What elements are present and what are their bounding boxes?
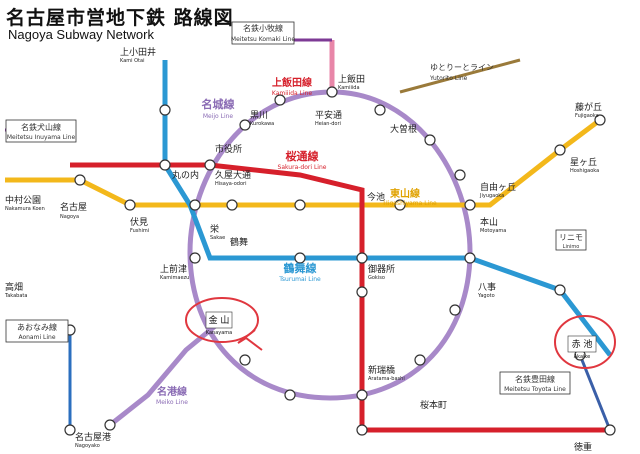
station-name-en: Motoyama — [480, 228, 506, 234]
station-name: 平安通 — [315, 109, 342, 121]
station-name-en: Nagoyako — [75, 443, 100, 449]
line-label-en: Yutorito Line — [429, 75, 468, 82]
line-label-komaki: 名鉄小牧線 Meitetsu Komaki Line — [231, 21, 295, 45]
station-name: 黒川 — [250, 110, 268, 121]
station-name-en: Heian-dori — [315, 121, 341, 127]
line-label-aonami: あおなみ線 Aonami Line — [5, 319, 69, 343]
line-label-jp: 桜通線 — [286, 149, 319, 163]
station-name: 星ヶ丘 — [570, 157, 597, 168]
station-name: 御器所 — [368, 263, 395, 275]
station-name-en: Hoshigaoka — [570, 168, 599, 174]
line-label-en: Tsurumai Line — [278, 276, 321, 283]
station-name-en: Fujigaoka — [575, 113, 599, 119]
line-label-jp: 名鉄小牧線 — [243, 23, 283, 33]
station-name: 市役所 — [215, 143, 242, 155]
line-label-en: Meijo Line — [203, 113, 234, 120]
station-name-en: Hisaya-odori — [215, 181, 246, 187]
station-name-en: Jiyugaoka — [479, 193, 504, 199]
red-circle-annotation — [185, 297, 259, 343]
station-name: 自由ヶ丘 — [480, 181, 516, 193]
line-label-jp: リニモ — [559, 233, 583, 242]
line-label-en: Aonami Line — [18, 334, 55, 341]
station-name: 徳重 — [574, 441, 592, 453]
station-name: 鶴舞 — [230, 236, 248, 248]
highlight-akaike: 赤 池 Akaike — [554, 315, 616, 369]
station-name: 金 山 — [209, 314, 230, 326]
line-label-en: Linimo — [563, 244, 580, 250]
highlight-kanayama: 金 山 Kanayama — [185, 297, 263, 351]
line-label-en: Meitetsu Inuyama Line — [7, 134, 76, 141]
station-name: 高畑 — [5, 281, 23, 293]
line-label-linimo: リニモ Linimo — [555, 229, 587, 251]
line-label-jp: 名鉄豊田線 — [515, 374, 555, 384]
station-name: 八事 — [478, 281, 496, 293]
meijo-line-loop — [187, 89, 473, 401]
line-label-jp: あおなみ線 — [17, 322, 57, 332]
station-name-en: Kanayama — [206, 330, 232, 336]
yutorito-line — [399, 58, 521, 94]
station-name: 上前津 — [160, 263, 187, 275]
station-name: 伏見 — [130, 216, 148, 228]
red-arrow-annotation — [237, 329, 263, 351]
line-label-en: Meiko Line — [156, 399, 188, 406]
station-name-en: Kamimaezu — [160, 275, 189, 281]
station-name: 名古屋港 — [75, 431, 111, 443]
line-label-yutorito: ゆとりーとライン Yutorito Line — [429, 63, 494, 82]
station-name: 本山 — [480, 216, 498, 228]
station-name: 新瑞橋 — [368, 364, 395, 376]
line-label-en: Meitetsu Toyota Line — [504, 386, 566, 393]
map-title: 名古屋市営地下鉄 路線図 — [6, 7, 234, 29]
station-name: 大曽根 — [390, 123, 417, 135]
line-label-jp: 名港線 — [157, 385, 187, 398]
station-name-en: Yagoto — [477, 293, 495, 299]
station-name-en: Akaike — [574, 354, 590, 360]
station-markers — [64, 86, 616, 436]
station-name: 桜本町 — [420, 399, 447, 411]
station-name: 上飯田 — [338, 73, 365, 85]
station-name: 今池 — [367, 191, 385, 203]
station-name-en: Nakamura Koen — [5, 206, 45, 212]
station-name-en: Aratama-bashi — [368, 376, 405, 382]
line-label-jp: 東山線 — [390, 187, 420, 200]
station-name-en: Kurokawa — [250, 121, 274, 127]
station-name: 栄 — [210, 223, 219, 235]
line-label-jp: 名鉄犬山線 — [21, 122, 61, 132]
line-label-meijo: 名城線 Meijo Line — [202, 97, 235, 120]
station-name-en: Fushimi — [130, 228, 149, 234]
line-label-en: Kamiiida Line — [272, 90, 313, 97]
station-name: 中村公園 — [5, 194, 41, 206]
station-name: 名古屋 — [60, 201, 87, 213]
station-name: 上小田井 — [120, 46, 156, 58]
station-name: 丸の内 — [172, 169, 199, 181]
station-name-en: Takabata — [4, 293, 27, 299]
line-label-en: Meitetsu Komaki Line — [231, 36, 295, 43]
tsurumai-line — [162, 60, 612, 357]
line-label-sakuradori: 桜通線 Sakura-dori Line — [278, 149, 327, 171]
station-name: 藤が丘 — [575, 101, 602, 113]
station-name-en: Kami Otai — [120, 58, 144, 64]
line-label-kamiiida: 上飯田線 Kamiiida Line — [272, 76, 313, 97]
line-label-inuyama: 名鉄犬山線 Meitetsu Inuyama Line — [5, 119, 77, 143]
line-label-tsurumai: 鶴舞線 Tsurumai Line — [278, 261, 321, 283]
line-label-toyota: 名鉄豊田線 Meitetsu Toyota Line — [499, 371, 571, 395]
line-label-jp: 鶴舞線 — [284, 261, 317, 275]
line-label-jp: 名城線 — [202, 97, 235, 111]
station-name: 赤 池 — [572, 338, 593, 350]
station-name-en: Gokiso — [368, 275, 385, 281]
map-subtitle: Nagoya Subway Network — [8, 27, 154, 42]
station-name-en: Kamiiida — [338, 85, 360, 91]
station-name: 久屋大通 — [215, 169, 251, 181]
station-name-en: Sakae — [210, 235, 225, 241]
meiko-line — [108, 320, 222, 427]
line-label-en: Sakura-dori Line — [278, 164, 327, 171]
line-label-meiko: 名港線 Meiko Line — [156, 385, 188, 406]
line-label-jp: 上飯田線 — [272, 76, 312, 89]
line-label-jp: ゆとりーとライン — [430, 63, 494, 72]
line-label-en: Higashiyama Line — [383, 200, 437, 207]
line-label-higashiyama: 東山線 Higashiyama Line — [383, 187, 437, 207]
station-name-en: Nagoya — [60, 214, 79, 220]
red-circle-annotation — [554, 315, 616, 369]
